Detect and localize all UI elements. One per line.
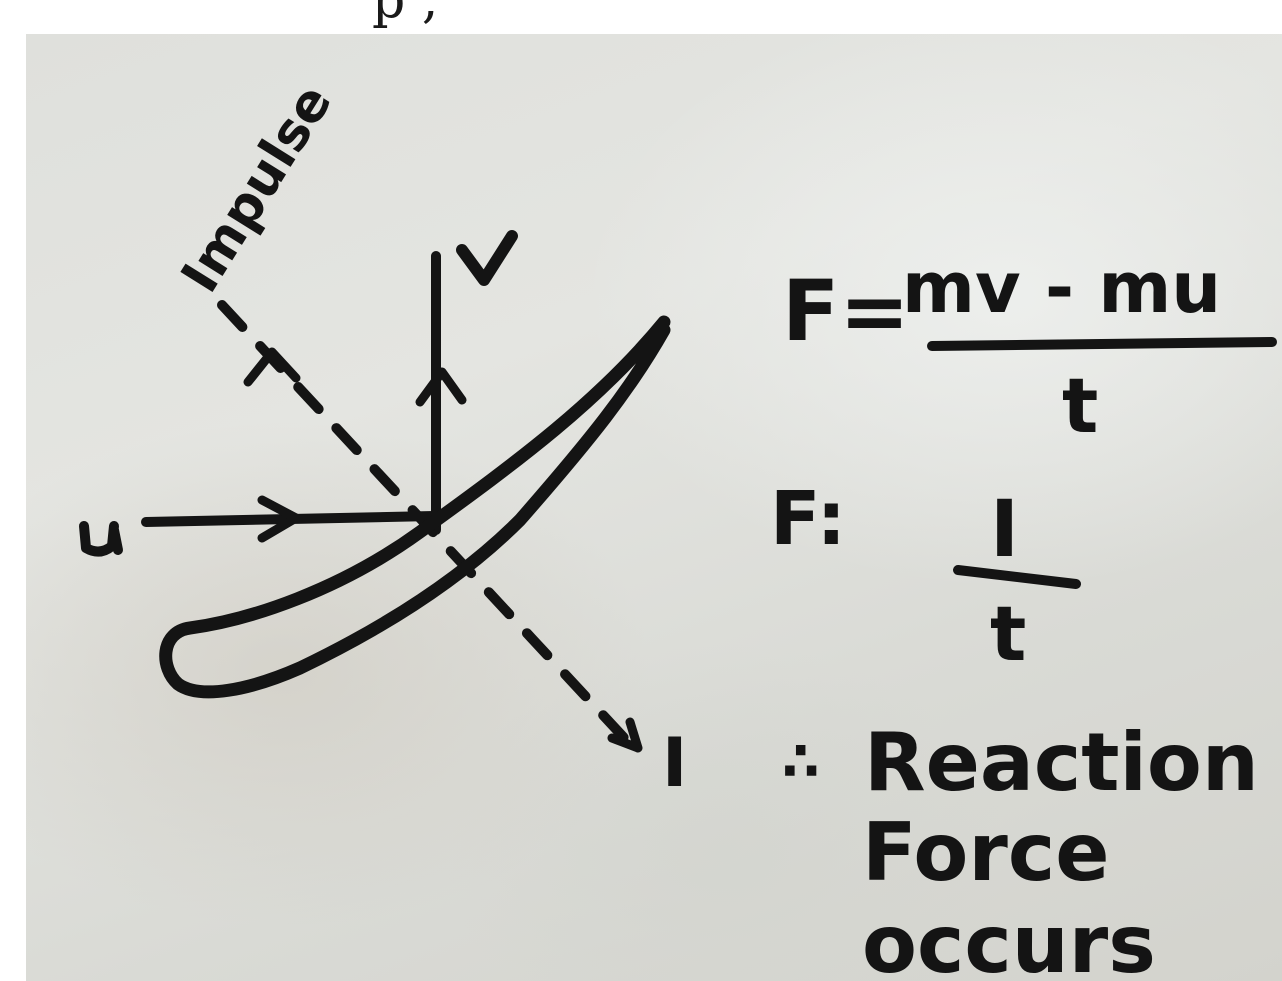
equation-1-fraction-bar xyxy=(927,337,1277,351)
initial-velocity-label-mark xyxy=(79,521,123,557)
initial-velocity-arrowhead xyxy=(257,495,301,543)
equation-2-numerator: I xyxy=(990,485,1019,575)
equation-2-denominator: t xyxy=(990,589,1026,678)
impulse-axis-arrowhead xyxy=(243,347,301,387)
bat-outline xyxy=(159,315,671,699)
final-velocity-arrowhead xyxy=(415,367,467,407)
equation-2-fraction-bar xyxy=(953,565,1081,589)
whiteboard-surface xyxy=(26,34,1282,981)
cropped-text-fragment: p , xyxy=(372,0,439,30)
equation-1-denominator: t xyxy=(1062,361,1098,450)
equation-2-force-label: F: xyxy=(770,476,846,562)
equation-1-force-label: F= xyxy=(782,262,910,360)
equation-1-numerator: mv - mu xyxy=(902,247,1221,329)
conclusion-line-1: Reaction xyxy=(864,716,1259,809)
impulse-vector-label: I xyxy=(662,724,687,803)
final-velocity-label-mark xyxy=(456,230,518,286)
cropped-header-strip: p , xyxy=(0,0,1282,34)
therefore-symbol: ∴ xyxy=(782,730,820,793)
impulse-vector-arrowhead xyxy=(607,717,643,753)
conclusion-line-3: occurs xyxy=(862,898,1156,981)
impulse-axis-label: Impulse xyxy=(170,74,344,302)
conclusion-line-2: Force xyxy=(862,806,1110,899)
